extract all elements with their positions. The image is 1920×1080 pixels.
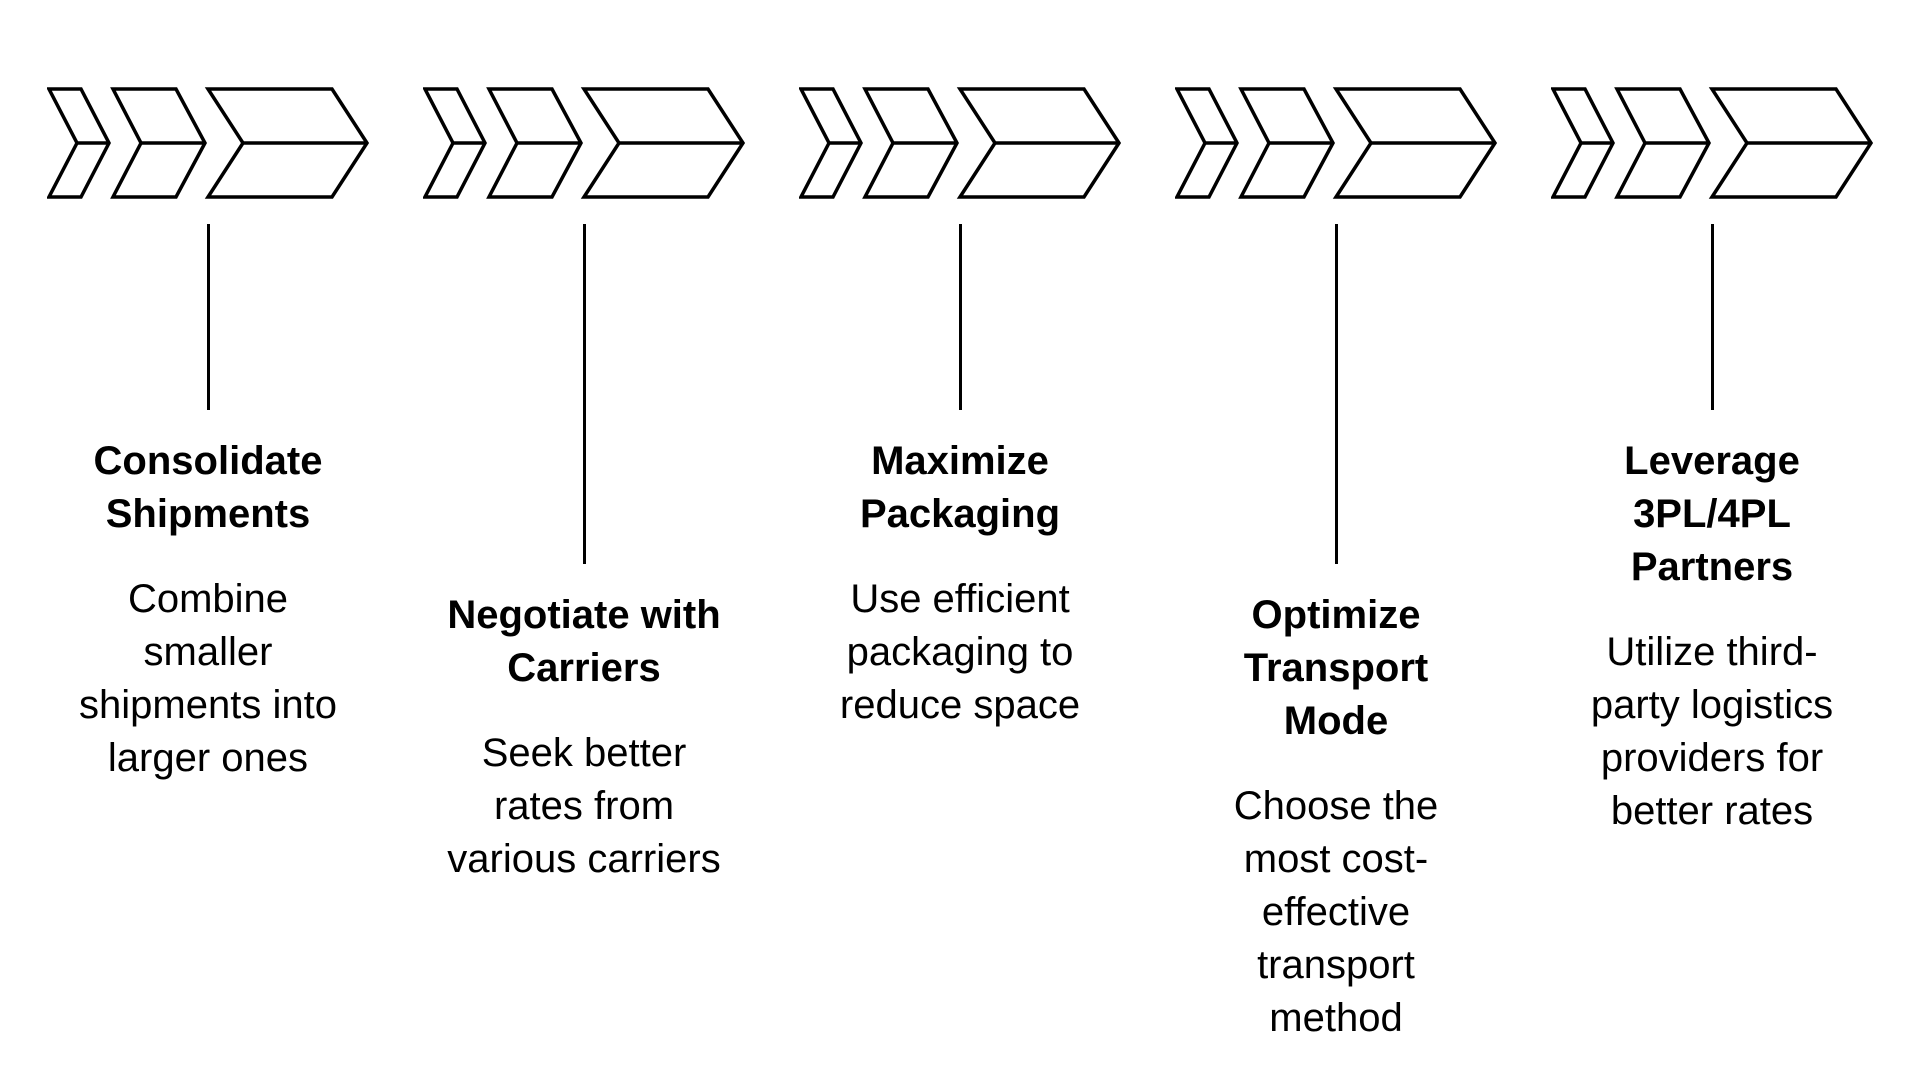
chevron-arrows-icon [1175,87,1497,199]
chevron-arrows-icon [1551,87,1873,199]
step-title: Negotiate with Carriers [447,593,721,690]
connector-line [582,224,586,564]
step-description: Combine smaller shipments into larger on… [79,577,337,780]
process-step: Consolidate Shipments Combine smaller sh… [20,87,396,1080]
step-title: Consolidate Shipments [93,439,323,536]
process-step: Negotiate with Carriers Seek better rate… [396,87,772,1080]
chevron-arrows-icon [47,87,369,199]
chevron-arrows-icon [799,87,1121,199]
process-step: Maximize Packaging Use efficient packagi… [772,87,1148,1080]
process-step: Leverage 3PL/4PL Partners Utilize third-… [1524,87,1900,1080]
step-description: Seek better rates from various carriers [447,731,721,881]
step-title: Optimize Transport Mode [1243,593,1429,743]
step-title: Maximize Packaging [859,439,1061,536]
step-description: Utilize third- party logistics providers… [1590,630,1834,833]
connector-line [958,224,962,410]
step-title: Leverage 3PL/4PL Partners [1624,439,1800,589]
step-description: Choose the most cost- effective transpor… [1233,784,1439,1040]
connector-line [1710,224,1714,410]
chevron-arrows-icon [423,87,745,199]
connector-line [1334,224,1338,564]
step-description: Use efficient packaging to reduce space [839,577,1081,727]
process-step: Optimize Transport Mode Choose the most … [1148,87,1524,1080]
connector-line [206,224,210,410]
